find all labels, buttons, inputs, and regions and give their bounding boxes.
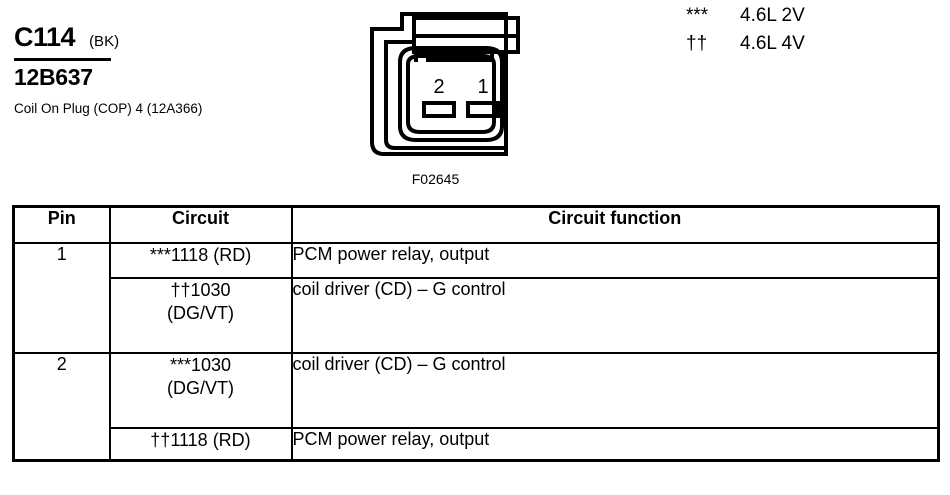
- connector-housing-outer: [398, 46, 504, 142]
- legend-row: *** 4.6L 2V: [682, 6, 862, 25]
- cell-function-1a: PCM power relay, output: [290, 242, 940, 279]
- connector-outer-shell: [370, 27, 508, 156]
- connector-description: Coil On Plug (COP) 4 (12A366): [14, 101, 203, 117]
- cell-function-2b: PCM power relay, output: [290, 427, 940, 462]
- cell-circuit-1b: ††1030(DG/VT): [108, 277, 293, 354]
- connector-figure: 2 1 F02645: [358, 2, 528, 187]
- connector-terminal-cavities: [422, 101, 500, 118]
- connector-latch-upper: [412, 16, 520, 38]
- connector-divider-rule: [14, 58, 111, 61]
- cell-function-2a: coil driver (CD) – G control: [290, 352, 940, 429]
- connector-header: C114 (BK) 12B637 Coil On Plug (COP) 4 (1…: [14, 24, 314, 117]
- column-header-circuit: Circuit: [108, 205, 293, 244]
- connector-latch-feet: [414, 50, 506, 62]
- legend-label-2v: 4.6L 2V: [740, 5, 805, 26]
- connector-middle-shell: [384, 40, 505, 150]
- column-header-pin: Pin: [12, 205, 111, 244]
- terminal-cavity-1: [466, 101, 500, 118]
- table-row: 1 ***1118 (RD) PCM power relay, output: [12, 242, 940, 354]
- legend-label-4v: 4.6L 4V: [740, 33, 805, 54]
- engine-variant-legend: *** 4.6L 2V †† 4.6L 4V: [682, 6, 862, 62]
- table-header-row: Pin Circuit Circuit function: [12, 205, 940, 244]
- cell-function-1b: coil driver (CD) – G control: [290, 277, 940, 354]
- connector-latch-lower: [412, 34, 520, 54]
- column-header-circuit-function: Circuit function: [290, 205, 940, 244]
- legend-symbol-2v: ***: [686, 5, 709, 26]
- cell-pin-2: 2: [12, 352, 111, 462]
- cell-circuit-2b: ††1118 (RD): [108, 427, 293, 462]
- connector-outer-shell-top: [370, 12, 508, 124]
- connector-code: C114: [14, 22, 76, 52]
- pin-table-header: Pin Circuit Circuit function: [12, 205, 940, 244]
- connector-figure-label: F02645: [411, 171, 460, 187]
- pin-table: Pin Circuit Circuit function 1 ***1118 (…: [12, 205, 940, 462]
- pin-table-container: Pin Circuit Circuit function 1 ***1118 (…: [12, 205, 940, 462]
- legend-symbol-4v: ††: [686, 33, 708, 54]
- connector-pin-number-1: 1: [477, 76, 488, 98]
- table-row: ††1118 (RD) PCM power relay, output: [14, 427, 940, 462]
- legend-row: †† 4.6L 4V: [682, 34, 862, 53]
- cell-pin-1: 1: [12, 242, 111, 354]
- connector-id-row: C114 (BK): [14, 24, 314, 51]
- table-row: ††1030(DG/VT) coil driver (CD) – G contr…: [14, 277, 940, 354]
- table-row: 2 ***1030(DG/VT) coil driver (CD) – G co…: [12, 352, 940, 462]
- terminal-cavity-2: [422, 101, 456, 118]
- connector-color-code: (BK): [89, 33, 120, 50]
- pin-table-body: 1 ***1118 (RD) PCM power relay, output †…: [12, 242, 940, 462]
- connector-part-number: 12B637: [14, 64, 93, 90]
- cell-circuit-1a: ***1118 (RD): [108, 242, 293, 279]
- connector-pin-number-2: 2: [433, 76, 444, 98]
- connector-illustration: 2 1: [370, 12, 520, 156]
- cell-circuit-2a: ***1030(DG/VT): [108, 352, 293, 429]
